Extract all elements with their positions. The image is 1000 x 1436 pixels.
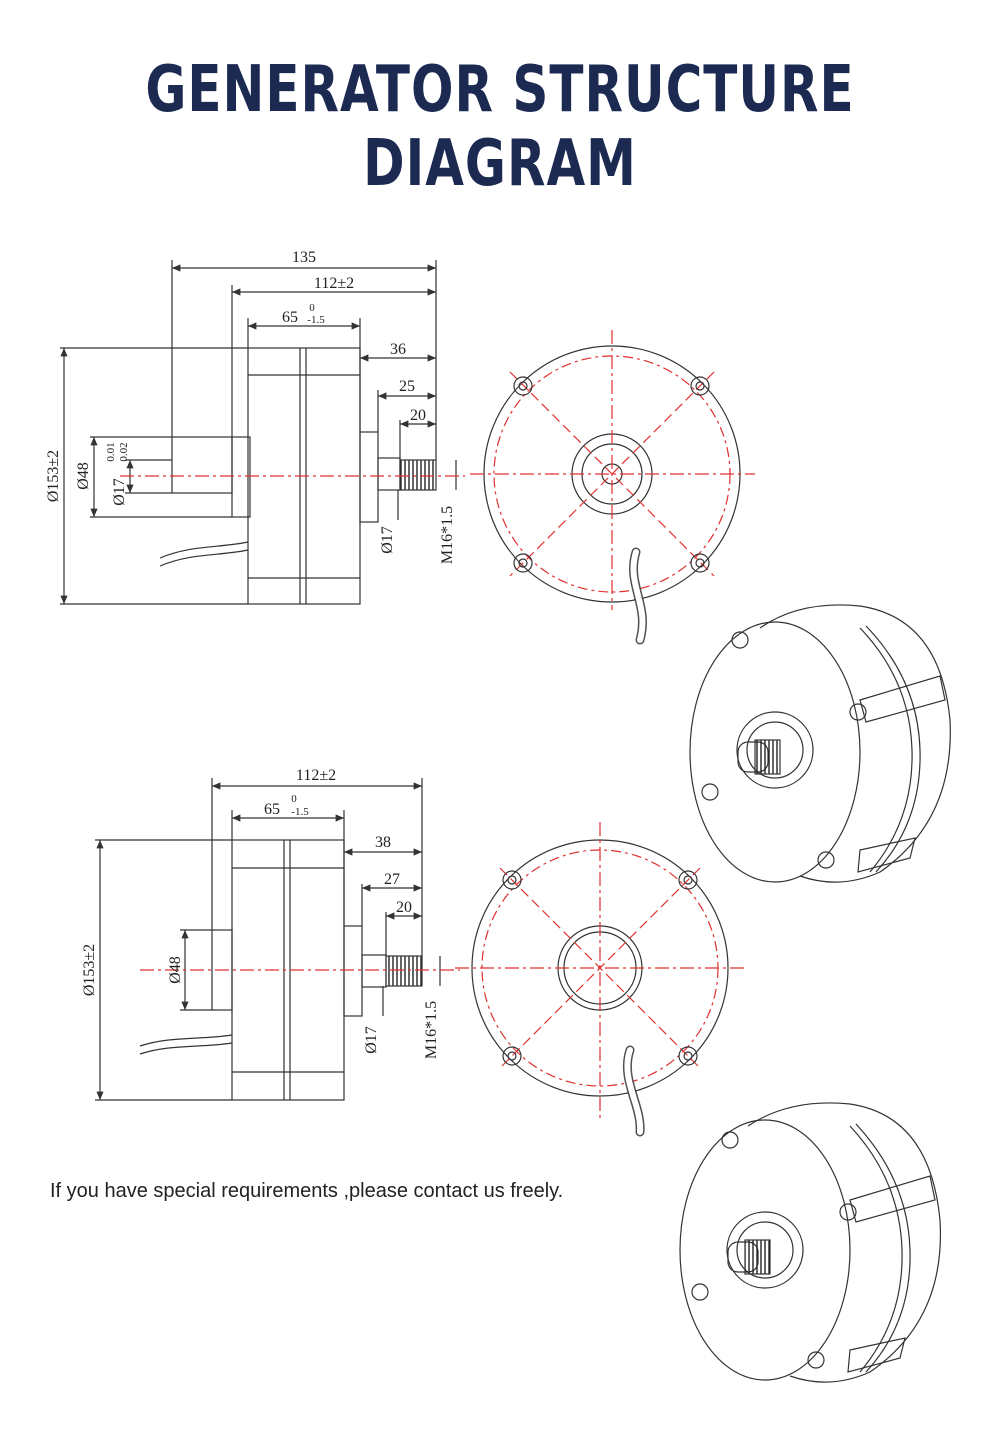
page-title: GENERATOR STRUCTURE DIAGRAM	[145, 52, 855, 201]
dim-17: Ø17	[111, 478, 128, 506]
dimension-labels-top: 135 112±2 65 0 -1.5 36 25 20 Ø153±2 Ø48 …	[45, 249, 456, 564]
threaded-shaft	[399, 459, 437, 491]
dim-36: 36	[390, 341, 406, 358]
dim-27: 27	[384, 871, 400, 888]
dim-48: Ø48	[75, 462, 92, 490]
dim-25: 25	[399, 378, 415, 395]
dim-m16: M16*1.5	[439, 506, 456, 564]
dim-65-lower: -1.5	[291, 806, 309, 818]
right-hub	[359, 431, 379, 523]
dim-65: 65	[282, 309, 298, 326]
dim-153: Ø153±2	[81, 944, 98, 996]
dim-65-upper: 0	[309, 302, 315, 314]
dim-65-lower: -1.5	[307, 314, 325, 326]
side-view-bottom	[95, 778, 460, 1101]
contact-note: If you have special requirements ,please…	[50, 1180, 564, 1202]
isometric-view-bottom	[679, 1102, 942, 1383]
front-view-top	[470, 330, 755, 645]
mounting-holes	[502, 870, 698, 1066]
dim-153: Ø153±2	[45, 450, 62, 502]
dimension-labels-bottom: 112±2 65 0 -1.5 38 27 20 Ø153±2 Ø48 Ø17 …	[81, 767, 440, 1059]
dim-48: Ø48	[167, 956, 184, 984]
dim-65-upper: 0	[291, 793, 297, 805]
dim-112: 112±2	[314, 275, 354, 292]
dim-38: 38	[375, 834, 391, 851]
mounting-holes	[513, 376, 710, 573]
dim-112: 112±2	[296, 767, 336, 784]
right-shaft	[361, 954, 387, 988]
right-shaft	[377, 457, 401, 491]
dim-20: 20	[410, 407, 426, 424]
dim-17-lower: 0.02	[118, 442, 130, 461]
isometric-view-top	[689, 604, 951, 883]
threaded-shaft	[385, 955, 423, 987]
right-hub	[343, 925, 363, 1017]
dim-135: 135	[292, 249, 316, 266]
front-view-bottom	[455, 822, 745, 1137]
lead-wire	[159, 541, 249, 559]
dim-20: 20	[396, 899, 412, 916]
dim-65: 65	[264, 801, 280, 818]
left-shaft	[171, 436, 233, 494]
lead-wire	[139, 1034, 233, 1047]
dim-17-upper: 0.01	[105, 442, 117, 461]
dim-17: Ø17	[363, 1026, 380, 1054]
side-view-top	[60, 260, 465, 605]
dim-m16: M16*1.5	[423, 1001, 440, 1059]
left-hub	[231, 436, 251, 518]
dim-17b: Ø17	[379, 526, 396, 554]
